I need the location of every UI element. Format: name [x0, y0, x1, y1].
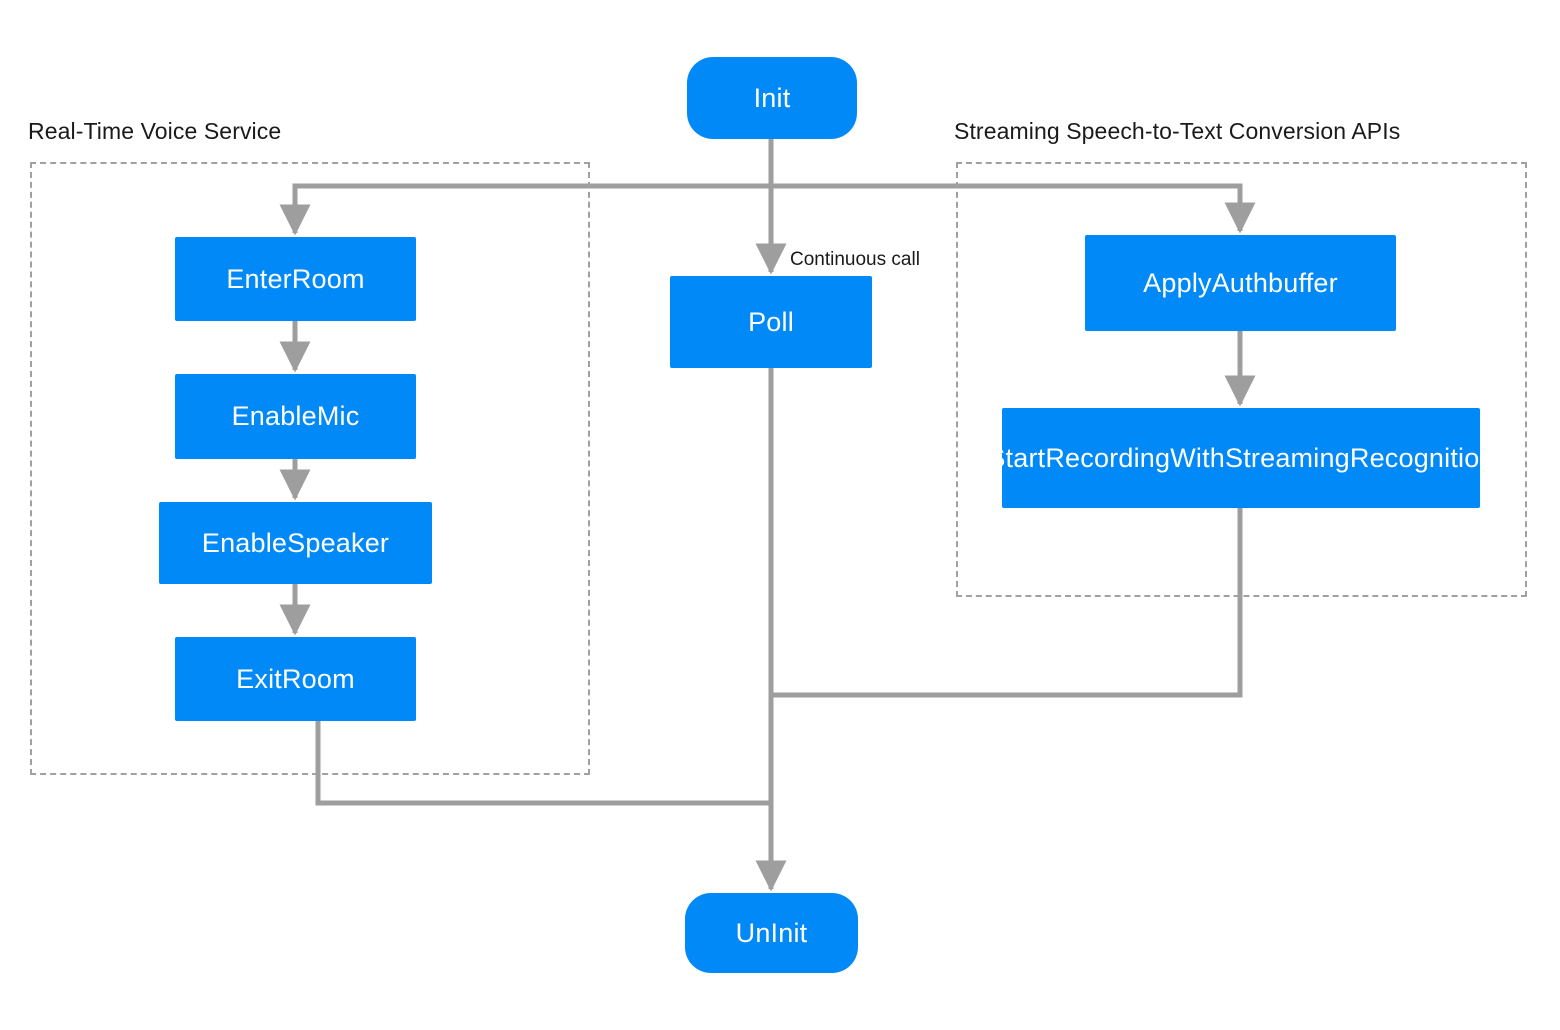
node-enter-room[interactable]: EnterRoom [175, 237, 416, 321]
group-box-voice-service [30, 162, 590, 775]
node-enable-mic[interactable]: EnableMic [175, 374, 416, 459]
node-exit-room[interactable]: ExitRoom [175, 637, 416, 721]
node-start-recording[interactable]: StartRecordingWithStreamingRecognition [987, 408, 1494, 508]
group-box-stt-apis [956, 162, 1527, 597]
node-uninit[interactable]: UnInit [685, 893, 858, 973]
node-enable-speaker[interactable]: EnableSpeaker [159, 502, 432, 584]
node-init[interactable]: Init [687, 57, 857, 139]
edge-label-continuous-call: Continuous call [790, 249, 920, 270]
node-poll[interactable]: Poll [670, 276, 872, 368]
node-apply-authbuffer[interactable]: ApplyAuthbuffer [1085, 235, 1396, 331]
group-title-voice-service: Real-Time Voice Service [28, 118, 282, 144]
group-title-stt-apis: Streaming Speech-to-Text Conversion APIs [954, 118, 1401, 144]
